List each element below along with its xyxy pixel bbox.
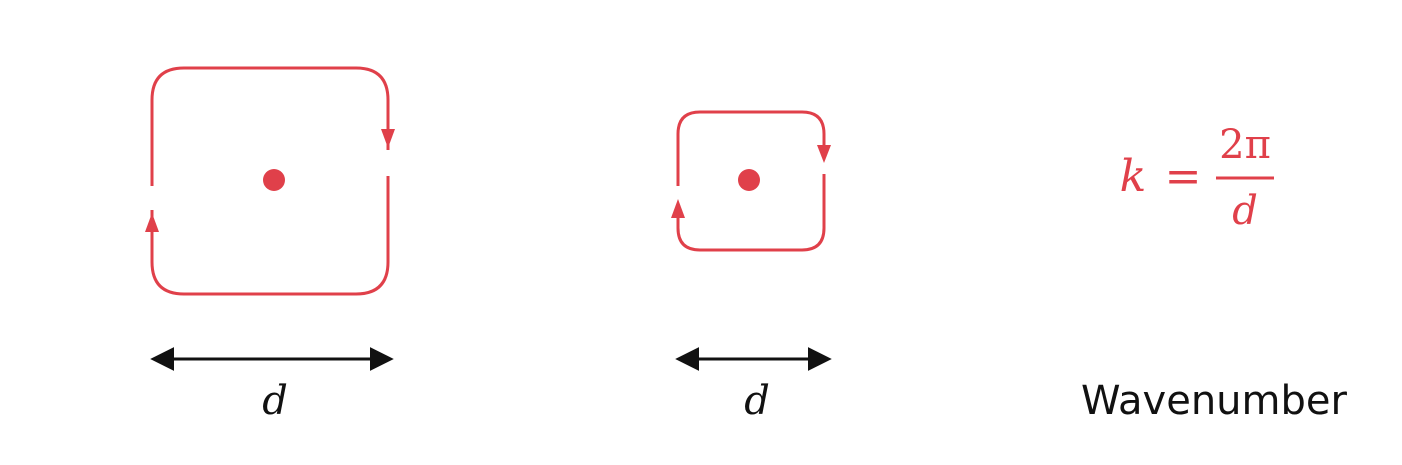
- small-vortex-center-dot: [738, 169, 760, 191]
- small-width-label: d: [744, 378, 770, 424]
- formula-lhs: k: [1120, 151, 1147, 202]
- formula-denominator: d: [1232, 188, 1258, 234]
- formula-numerator: 2π: [1219, 122, 1271, 168]
- small-vortex-arrowhead-down: [817, 145, 831, 163]
- large-vortex-loop-left: [150, 66, 390, 186]
- large-vortex-loop-right: [150, 176, 390, 296]
- formula-equals: =: [1165, 151, 1202, 202]
- caption-wavenumber: Wavenumber: [1081, 378, 1347, 424]
- small-vortex-loop-left: [676, 110, 826, 186]
- small-vortex: [671, 110, 831, 252]
- large-vortex: [145, 66, 395, 296]
- large-width-label: d: [262, 378, 288, 424]
- large-vortex-center-dot: [263, 169, 285, 191]
- small-vortex-loop-right: [676, 174, 826, 252]
- small-vortex-arrowhead-up: [671, 199, 685, 218]
- large-vortex-arrowhead-up: [145, 213, 159, 232]
- large-vortex-arrowhead-down: [381, 129, 395, 148]
- wavenumber-formula: k = 2π d: [1120, 122, 1274, 234]
